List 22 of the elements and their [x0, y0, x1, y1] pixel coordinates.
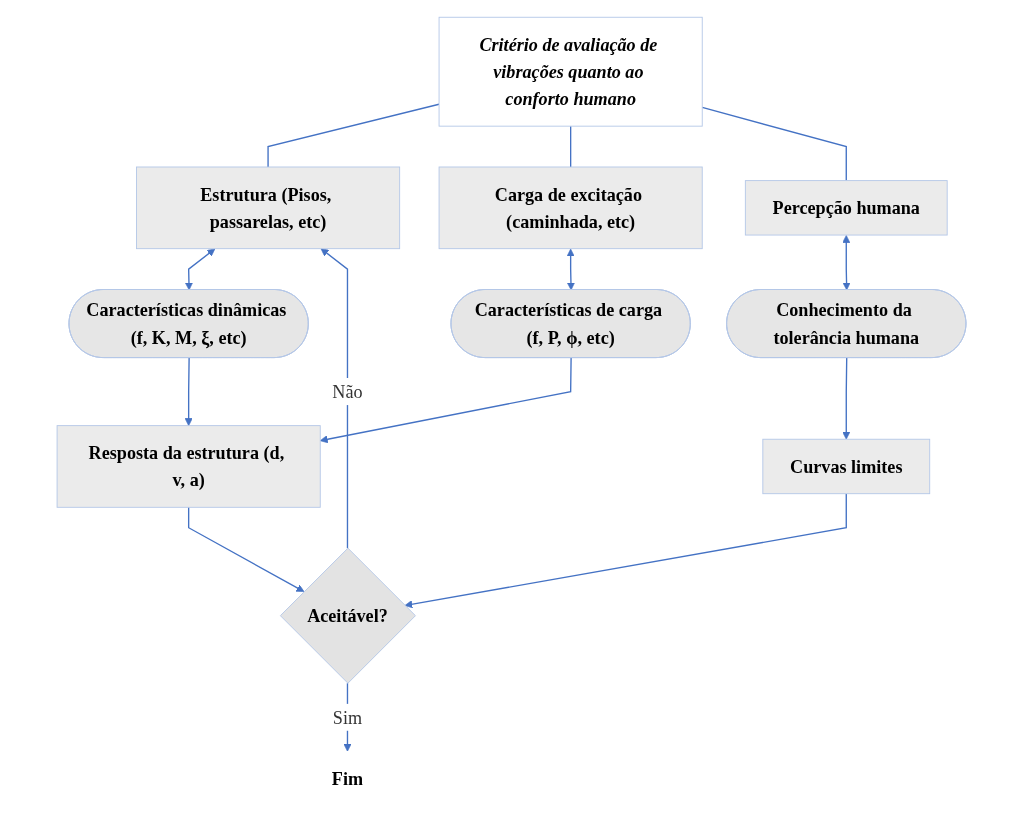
arrow	[184, 357, 193, 426]
arrow	[842, 235, 851, 291]
connector	[701, 106, 847, 182]
node-box: Estrutura (Pisos, passarelas, etc)	[136, 166, 401, 250]
arrow	[320, 248, 349, 549]
node-box: Resposta da estrutura (d, v, a)	[56, 425, 321, 508]
node-text: Fim	[331, 768, 364, 789]
node-box: Carga de excitação (caminhada, etc)	[438, 166, 703, 250]
edge-label: Não	[332, 381, 363, 402]
arrow	[319, 357, 572, 444]
edge-label: Sim	[332, 707, 363, 728]
node-diamond: Aceitável?	[279, 547, 416, 684]
arrow	[566, 248, 575, 291]
arrow	[404, 493, 847, 609]
arrow	[188, 506, 305, 592]
arrow	[184, 248, 216, 291]
node-box: Percepção humana	[744, 180, 948, 236]
node-box: Critério de avaliação de vibrações quanto ao conforto humano	[438, 16, 703, 127]
node-box: Curvas limites	[762, 438, 931, 495]
arrow	[842, 357, 851, 440]
connector	[267, 103, 440, 168]
connector	[569, 125, 572, 168]
